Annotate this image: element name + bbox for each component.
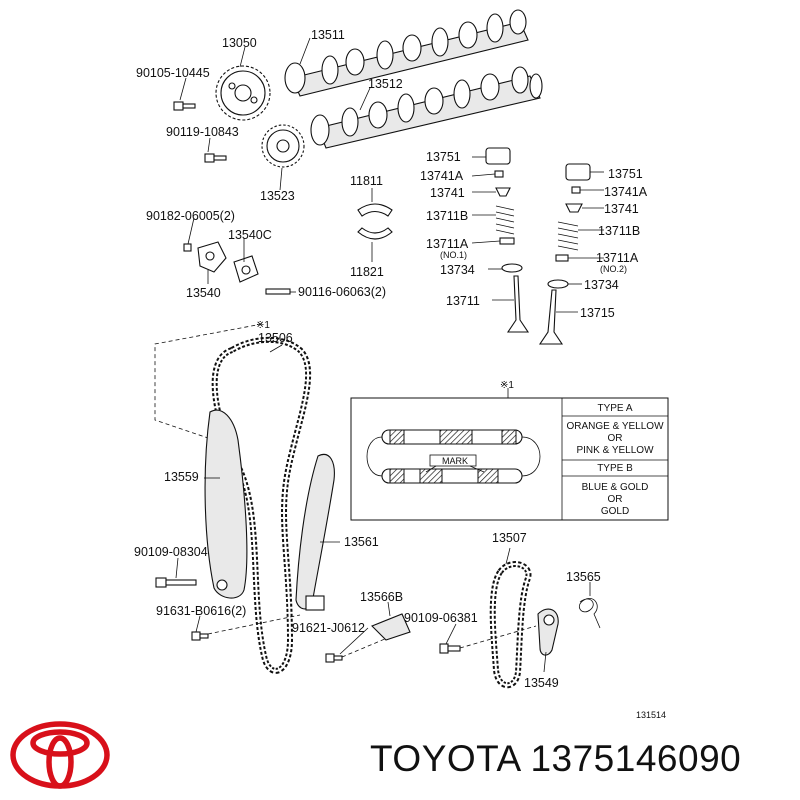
label-11811: 11811 bbox=[350, 174, 383, 188]
stud-90116 bbox=[265, 288, 291, 295]
bolt-90109-06381 bbox=[439, 643, 461, 654]
gasket-13540C bbox=[233, 255, 259, 283]
label-13751-left: 13751 bbox=[426, 150, 461, 164]
label-90109-08304: 90109-08304 bbox=[134, 545, 208, 559]
spring-13565 bbox=[578, 598, 601, 629]
label-13751-right: 13751 bbox=[608, 167, 643, 181]
label-90105-10445: 90105-10445 bbox=[136, 66, 210, 80]
label-13711A-left: 13711A bbox=[426, 237, 469, 251]
label-13549: 13549 bbox=[524, 676, 559, 690]
label-13711: 13711 bbox=[446, 294, 480, 308]
label-13559: 13559 bbox=[164, 470, 199, 484]
legend-type-a: TYPE A bbox=[597, 403, 632, 414]
label-mark: MARK bbox=[442, 456, 468, 466]
label-11821: 11821 bbox=[350, 265, 384, 279]
label-13741A-right: 13741A bbox=[604, 185, 648, 199]
chain-13507 bbox=[489, 561, 532, 689]
bolt-91621 bbox=[325, 653, 343, 663]
legend-b-line2: OR bbox=[608, 494, 623, 505]
camshaft-13512 bbox=[310, 66, 543, 149]
tensioner-13540 bbox=[197, 241, 227, 273]
legend-type-b: TYPE B bbox=[597, 463, 633, 474]
label-13511: 13511 bbox=[311, 28, 345, 42]
label-no1: (NO.1) bbox=[440, 250, 467, 260]
figure-number: 131514 bbox=[636, 710, 666, 720]
label-13050: 13050 bbox=[222, 36, 257, 50]
legend-b-line1: BLUE & GOLD bbox=[582, 482, 649, 493]
label-13715: 13715 bbox=[580, 306, 615, 320]
label-13734-left: 13734 bbox=[440, 263, 475, 277]
bearing-11811 bbox=[357, 203, 393, 217]
tensioner-arm-13549 bbox=[537, 608, 559, 656]
toyota-logo-icon bbox=[10, 721, 110, 789]
bolt-91631 bbox=[191, 631, 209, 641]
label-90116-06063: 90116-06063(2) bbox=[298, 285, 386, 299]
legend-a-line1: ORANGE & YELLOW bbox=[566, 421, 664, 432]
label-13565: 13565 bbox=[566, 570, 601, 584]
label-13711B-left: 13711B bbox=[426, 209, 468, 223]
label-13523: 13523 bbox=[260, 189, 295, 203]
label-90119-10843: 90119-10843 bbox=[166, 125, 239, 139]
chain-guide-13561 bbox=[295, 454, 335, 611]
legend-a-line2: OR bbox=[608, 433, 623, 444]
label-13711A-right: 13711A bbox=[596, 251, 639, 265]
label-13741A-left: 13741A bbox=[420, 169, 464, 183]
chain-illustration-lower bbox=[381, 468, 523, 484]
leader-lines-bottom bbox=[175, 344, 591, 673]
chain-illustration-upper bbox=[366, 429, 541, 477]
label-13711B-right: 13711B bbox=[598, 224, 640, 238]
valve-train-left bbox=[485, 147, 530, 333]
sprocket-13523 bbox=[261, 124, 305, 168]
label-13741-right: 13741 bbox=[604, 202, 639, 216]
brand-part-number: TOYOTA 1375146090 bbox=[370, 738, 742, 779]
bolt-90109-08304 bbox=[155, 577, 197, 588]
label-13512: 13512 bbox=[368, 77, 403, 91]
bearing-11821 bbox=[357, 227, 393, 240]
label-90182-06005: 90182-06005(2) bbox=[146, 209, 235, 223]
label-13540C: 13540C bbox=[228, 228, 272, 242]
bolt-90119 bbox=[204, 153, 227, 163]
bolt-90182 bbox=[183, 243, 192, 252]
damper-13566B bbox=[371, 613, 411, 641]
label-note1-legend: ※1 bbox=[500, 380, 514, 391]
vvt-gear-13050 bbox=[215, 65, 271, 121]
chain-mark-legend bbox=[350, 388, 669, 521]
label-13741-left: 13741 bbox=[430, 186, 465, 200]
label-13540: 13540 bbox=[186, 286, 221, 300]
label-no2: (NO.2) bbox=[600, 264, 627, 274]
valve-train-right bbox=[538, 163, 591, 345]
label-13566B: 13566B bbox=[360, 590, 403, 604]
label-13507: 13507 bbox=[492, 531, 527, 545]
part-labels: 13050 13511 13512 90105-10445 90119-1084… bbox=[134, 28, 666, 720]
label-13506: 13506 bbox=[258, 331, 293, 345]
legend-a-line3: PINK & YELLOW bbox=[576, 445, 654, 456]
bolt-90105 bbox=[173, 101, 196, 111]
label-91631-B0616: 91631-B0616(2) bbox=[156, 604, 246, 618]
label-91621-J0612: 91621-J0612 bbox=[292, 621, 365, 635]
legend-b-line3: GOLD bbox=[601, 506, 629, 517]
leader-lines-top bbox=[179, 37, 604, 313]
chain-slipper-13559 bbox=[204, 409, 248, 599]
label-13734-right: 13734 bbox=[584, 278, 619, 292]
label-90109-06381: 90109-06381 bbox=[404, 611, 478, 625]
label-13561: 13561 bbox=[344, 535, 379, 549]
camshaft-13511 bbox=[284, 9, 529, 97]
label-note1: ※1 bbox=[256, 320, 270, 331]
